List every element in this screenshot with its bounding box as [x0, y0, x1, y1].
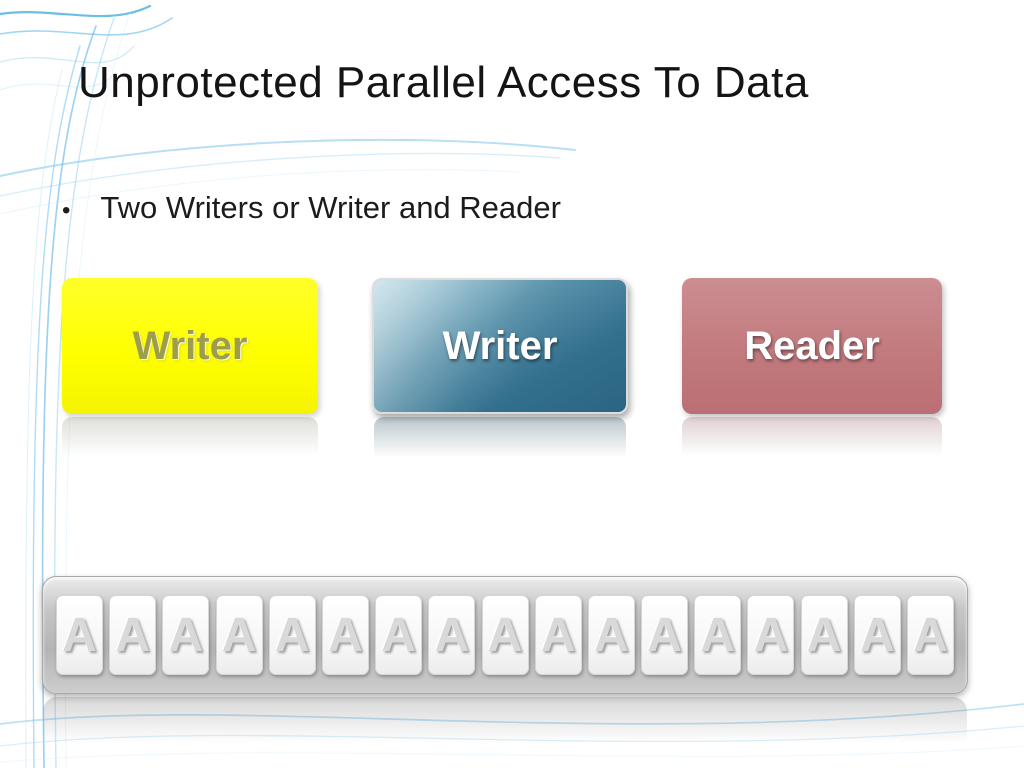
memory-cell: A [428, 595, 476, 675]
memory-cell: A [162, 595, 210, 675]
actor-boxes-row: Writer Writer Reader [62, 278, 942, 465]
memory-cell: A [56, 595, 103, 675]
reader-box: Reader [682, 278, 942, 463]
reader-box-label: Reader [744, 323, 880, 368]
memory-cell: A [481, 595, 529, 675]
memory-cell: A [215, 595, 263, 675]
bullet-item: • Two Writers or Writer and Reader [62, 190, 561, 232]
memory-cell: A [694, 595, 742, 675]
memory-cell: A [534, 595, 582, 675]
memory-cell: A [641, 595, 689, 675]
memory-cell: A [268, 595, 316, 675]
writer-box-2-label: Writer [442, 323, 558, 368]
memory-cell: A [747, 595, 795, 675]
writer-box-1: Writer [62, 278, 318, 463]
bullet-text: Two Writers or Writer and Reader [100, 190, 561, 225]
slide-title: Unprotected Parallel Access To Data [78, 58, 809, 107]
memory-cell: A [587, 595, 635, 675]
memory-cell: A [800, 595, 848, 675]
writer-box-2: Writer [372, 278, 628, 465]
bullet-marker: • [62, 197, 71, 224]
writer-box-1-label: Writer [132, 323, 248, 368]
memory-cell: A [907, 595, 954, 675]
memory-cell: A [375, 595, 423, 675]
memory-cell: A [853, 595, 901, 675]
memory-cell: A [321, 595, 369, 675]
memory-cell: A [109, 595, 157, 675]
